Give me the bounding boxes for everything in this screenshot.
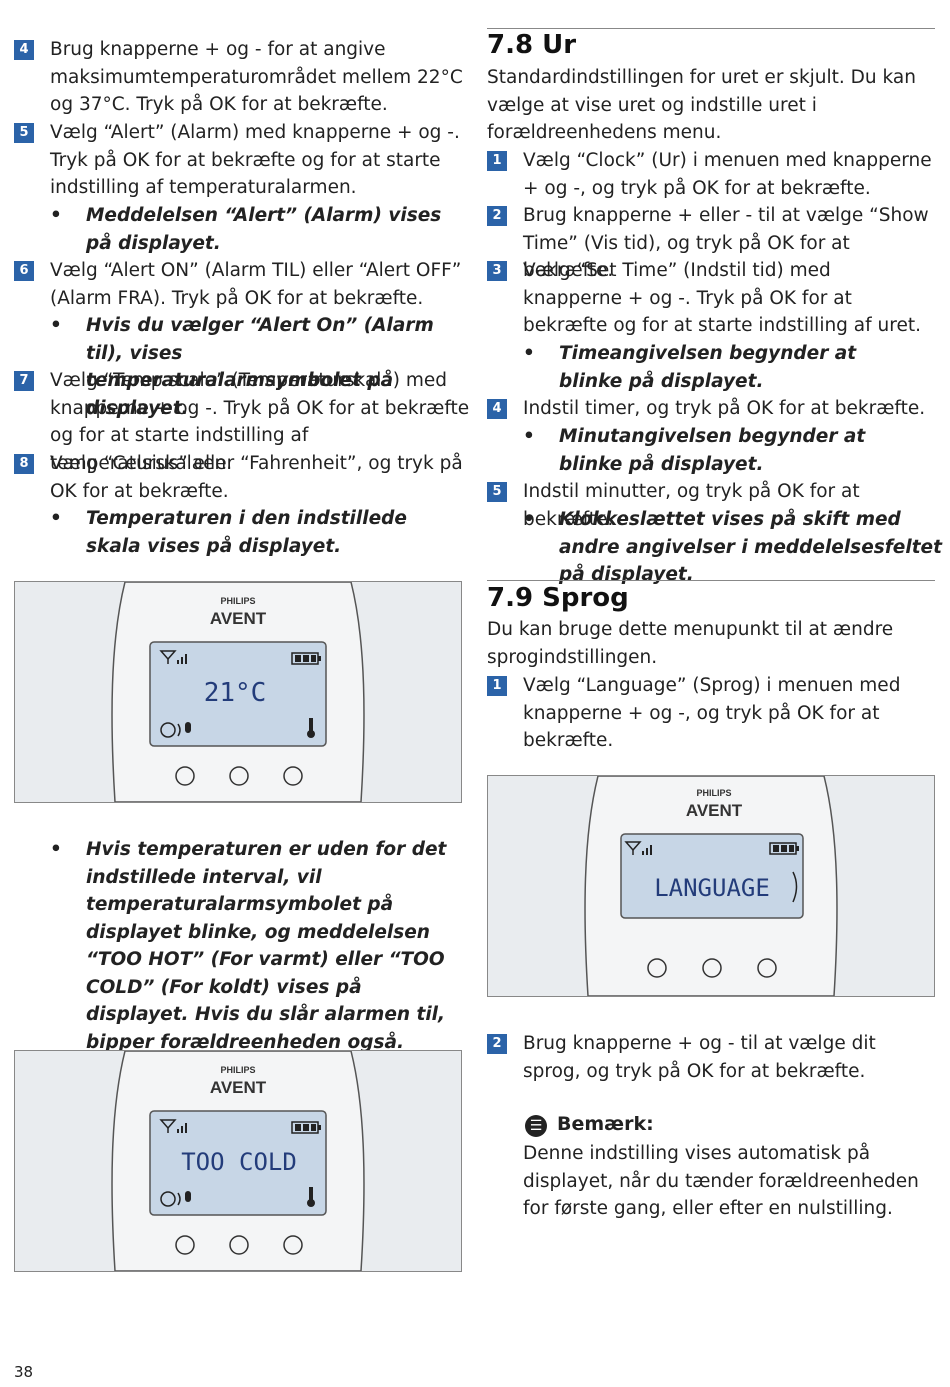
battery-icon — [291, 1121, 321, 1134]
device-button — [647, 958, 667, 978]
baby-sound-icon — [160, 722, 191, 738]
step-text: Indstil timer, og tryk på OK for at bekr… — [523, 398, 926, 419]
lcd-screen — [620, 833, 804, 919]
brand-philips: PHILIPS — [220, 1065, 255, 1075]
brand-avent: AVENT — [686, 801, 743, 820]
section-title: Sprog — [542, 583, 629, 613]
chevron-right-icon — [792, 871, 798, 903]
brand-avent: AVENT — [210, 609, 267, 628]
section-heading-7-8: 7.8 Ur — [487, 30, 576, 60]
step-number: 4 — [14, 40, 34, 60]
lcd-screen — [149, 641, 327, 747]
device-button — [229, 1235, 249, 1255]
device-button — [283, 766, 303, 786]
lcd-text: LANGUAGE — [654, 874, 770, 902]
brand-philips: PHILIPS — [220, 596, 255, 606]
step-6: 6 Vælg “Alert ON” (Alarm TIL) eller “Ale… — [14, 257, 474, 312]
lcd-text: 21°C — [204, 678, 267, 708]
step-7-9-2: 2 Brug knapperne + og - til at vælge dit… — [487, 1030, 935, 1085]
note-title: Bemærk: — [557, 1113, 654, 1135]
step-7: 7 Vælg “Temp scale” (Temperaturskala) me… — [14, 367, 474, 474]
step-text: Vælg “Alert ON” (Alarm TIL) eller “Alert… — [50, 260, 462, 309]
step-text: Vælg “Temp scale” (Temperaturskala) med … — [50, 370, 470, 474]
thermometer-icon — [307, 1187, 315, 1207]
step-number: 5 — [14, 123, 34, 143]
signal-icon — [624, 841, 652, 855]
device-button — [175, 766, 195, 786]
device-illustration-language: PHILIPS AVENT LANGUAGE — [487, 775, 935, 997]
section-title: Ur — [542, 30, 577, 60]
section-number: 7.8 — [487, 30, 534, 60]
step-7-8-1: 1 Vælg “Clock” (Ur) i menuen med knapper… — [487, 147, 935, 202]
intro-7-8: Standardindstillingen for uret er skjult… — [487, 67, 916, 143]
step-number: 8 — [14, 454, 34, 474]
step-number: 1 — [487, 676, 507, 696]
intro-7-9: Du kan bruge dette menupunkt til at ændr… — [487, 619, 894, 668]
battery-icon — [291, 652, 321, 665]
section-number: 7.9 — [487, 583, 534, 613]
step-number: 5 — [487, 482, 507, 502]
step-7-8-3: 3 Vælg “Set Time” (Indstil tid) med knap… — [487, 257, 935, 339]
step-7-8-4: 4 Indstil timer, og tryk på OK for at be… — [487, 395, 935, 423]
device-button — [175, 1235, 195, 1255]
step-text: Vælg “Set Time” (Indstil tid) med knappe… — [523, 260, 921, 336]
step-text: Brug knapperne + og - for at angive maks… — [50, 39, 463, 115]
step-8: 8 Vælg “Celsius” eller “Fahrenheit”, og … — [14, 450, 474, 505]
step-number: 6 — [14, 261, 34, 281]
step-number: 1 — [487, 151, 507, 171]
step-7-8-5: 5 Indstil minutter, og tryk på OK for at… — [487, 478, 935, 530]
step-text: Vælg “Clock” (Ur) i menuen med knapperne… — [523, 150, 932, 199]
step-text: Brug knapperne + eller - til at vælge “S… — [523, 205, 929, 281]
device-button — [757, 958, 777, 978]
thermometer-icon — [307, 718, 315, 738]
step-number: 7 — [14, 371, 34, 391]
step-text: Vælg “Celsius” eller “Fahrenheit”, og tr… — [50, 453, 463, 502]
step-text: Brug knapperne + og - til at vælge dit s… — [523, 1033, 876, 1082]
note-text: Denne indstilling vises automatisk på di… — [523, 1143, 919, 1219]
lcd-text: TOO COLD — [181, 1148, 297, 1176]
section-heading-7-9: 7.9 Sprog — [487, 583, 629, 613]
page-number: 38 — [14, 1363, 34, 1381]
step-4: 4 Brug knapperne + og - for at angive ma… — [14, 36, 474, 118]
step-text: Indstil minutter, og tryk på OK for at b… — [523, 481, 860, 530]
device-button — [229, 766, 249, 786]
signal-icon — [159, 1119, 187, 1133]
device-illustration-too-cold: PHILIPS AVENT TOO COLD — [14, 1050, 462, 1272]
baby-sound-icon — [160, 1191, 191, 1207]
device-button — [702, 958, 722, 978]
step-5: 5 Vælg “Alert” (Alarm) med knapperne + o… — [14, 119, 474, 201]
brand-philips: PHILIPS — [696, 788, 731, 798]
step-7-8-2: 2 Brug knapperne + eller - til at vælge … — [487, 202, 935, 281]
step-text: Vælg “Language” (Sprog) i menuen med kna… — [523, 675, 901, 751]
step-number: 4 — [487, 399, 507, 419]
step-text: Vælg “Alert” (Alarm) med knapperne + og … — [50, 122, 460, 198]
battery-icon — [769, 842, 799, 855]
lcd-screen — [149, 1110, 327, 1216]
section-divider — [487, 28, 935, 29]
note-icon: ☰ — [525, 1115, 547, 1137]
step-number: 3 — [487, 261, 507, 281]
device-button — [283, 1235, 303, 1255]
step-7-9-1: 1 Vælg “Language” (Sprog) i menuen med k… — [487, 672, 935, 754]
brand-avent: AVENT — [210, 1078, 267, 1097]
section-divider — [487, 580, 935, 581]
signal-icon — [159, 650, 187, 664]
step-number: 2 — [487, 206, 507, 226]
device-illustration-temperature: PHILIPS AVENT 21°C — [14, 581, 462, 803]
step-number: 2 — [487, 1034, 507, 1054]
